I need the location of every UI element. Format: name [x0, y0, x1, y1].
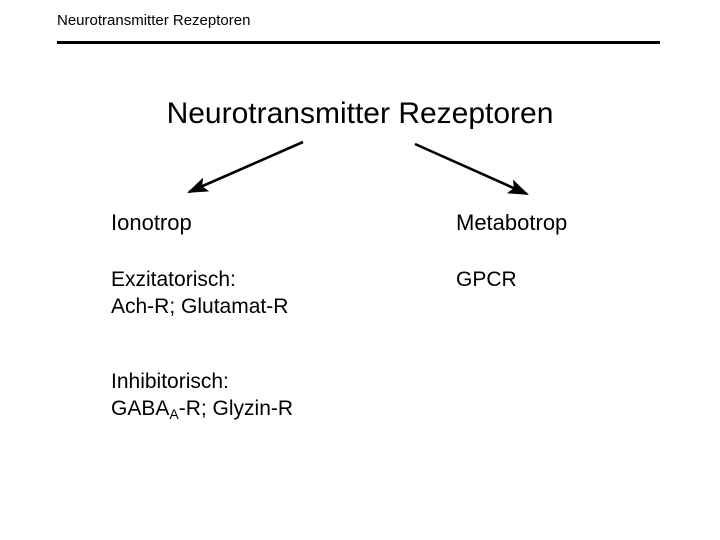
gaba-suffix: -R; Glyzin-R — [178, 397, 294, 420]
excitatory-label: Exzitatorisch: — [111, 268, 236, 291]
spacer — [111, 238, 441, 266]
gaba-prefix: GABA — [111, 397, 170, 420]
header-divider-rule — [57, 41, 660, 44]
block-inhibitory: Inhibitorisch: GABAA-R; Glyzin-R — [111, 368, 441, 424]
excitatory-receptors: Ach-R; Glutamat-R — [111, 295, 289, 318]
column-metabotrop: Metabotrop GPCR — [456, 208, 706, 293]
column-ionotrop: Ionotrop Exzitatorisch: Ach-R; Glutamat-… — [111, 208, 441, 424]
inhibitory-receptors: GABAA-R; Glyzin-R — [111, 395, 441, 424]
spacer — [111, 320, 441, 368]
spacer — [456, 238, 706, 266]
arrow-to-metabotrop — [414, 142, 529, 196]
gpcr-label: GPCR — [456, 268, 517, 291]
inhibitory-label: Inhibitorisch: — [111, 370, 229, 393]
arrow-to-ionotrop — [187, 140, 304, 194]
gaba-subscript: A — [169, 406, 179, 422]
header-title: Neurotransmitter Rezeptoren — [57, 12, 251, 29]
column-heading-metabotrop: Metabotrop — [456, 210, 568, 235]
page-title: Neurotransmitter Rezeptoren — [166, 97, 554, 130]
block-excitatory: Exzitatorisch: Ach-R; Glutamat-R — [111, 266, 441, 320]
column-heading-ionotrop: Ionotrop — [111, 210, 192, 235]
block-gpcr: GPCR — [456, 266, 706, 293]
